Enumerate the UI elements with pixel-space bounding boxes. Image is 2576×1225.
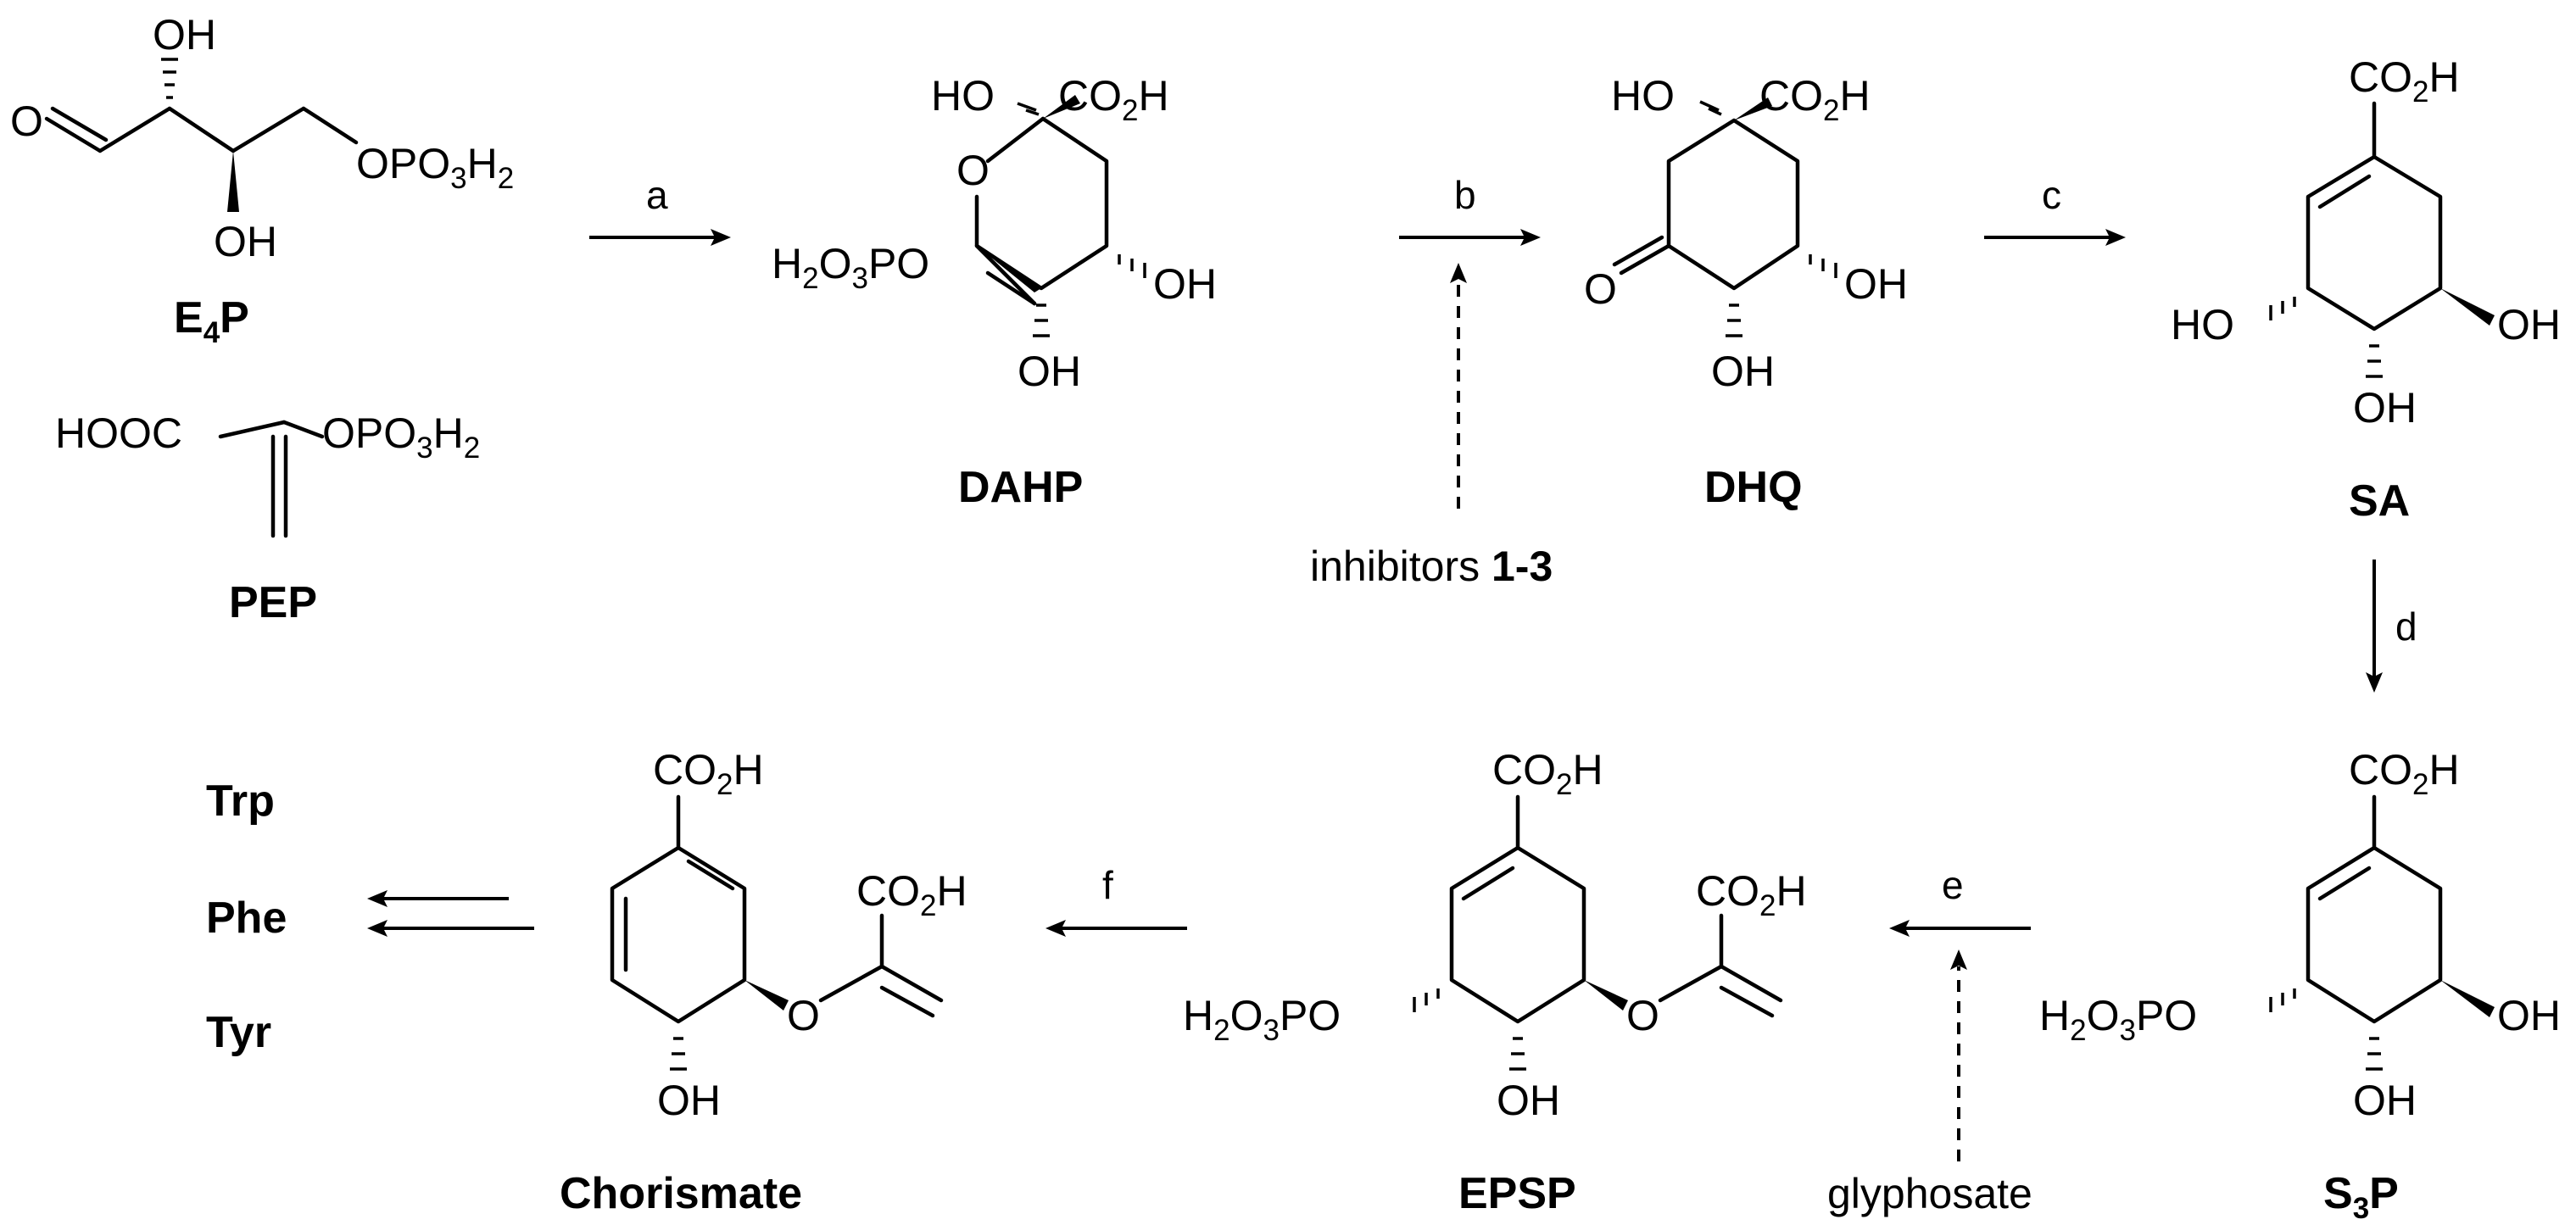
dahp-co2h: CO2H: [1058, 72, 1169, 127]
dahp-phosphate: H2O3PO: [772, 240, 929, 295]
e4p-oh-bottom: OH: [214, 218, 277, 265]
sa-hashed-oh-left: [2269, 297, 2296, 320]
step-c-label: c: [2042, 173, 2061, 217]
s3p-phosphate: H2O3PO: [2039, 992, 2197, 1047]
chorismate-co2h: CO2H: [653, 746, 764, 801]
epsp-hashed-oh-bottom: [1509, 1037, 1526, 1071]
chorismate-ether-o: O: [787, 992, 820, 1039]
dhq-hashed-oh-right: [1809, 254, 1837, 278]
epsp-wedge-ether: [1584, 980, 1628, 1011]
dhq-oh-bottom: OH: [1711, 348, 1775, 395]
s3p-hashed-oh-bottom: [2366, 1037, 2383, 1071]
pep-label: PEP: [229, 578, 317, 627]
pep-acid: HOOC: [55, 409, 182, 457]
dhq-ho: HO: [1611, 72, 1675, 120]
dahp-wedge-side: [977, 246, 1041, 292]
sa-oh-right: OH: [2497, 301, 2561, 348]
sa-ho-left: HO: [2171, 301, 2234, 348]
step-b-label: b: [1454, 173, 1476, 217]
step-a-label: a: [646, 173, 668, 217]
dahp-wedge-co2h: [1043, 95, 1080, 119]
e4p-oh-top: OH: [153, 11, 216, 58]
step-e-arrow: e glyphosate: [1827, 863, 2032, 1217]
s3p-hashed-phosphate: [2269, 988, 2296, 1012]
pep-phosphate: OPO3H2: [322, 409, 480, 465]
step-d-label: d: [2395, 604, 2417, 649]
dhq-label: DHQ: [1704, 463, 1803, 512]
epsp-oh-bottom: OH: [1497, 1077, 1560, 1124]
chorismate-wedge-ether: [744, 980, 789, 1011]
e4p-wedge-bond: [227, 151, 239, 212]
sa-wedge-oh-right: [2440, 288, 2495, 326]
inhibitors-label: inhibitors 1-3: [1310, 543, 1553, 590]
s3p-wedge-oh-right: [2440, 980, 2495, 1017]
chorismate-hashed-oh-bottom: [670, 1037, 687, 1071]
products: Trp Phe Tyr: [206, 777, 287, 1057]
dahp-hashed-oh-right: [1118, 254, 1146, 278]
sa-structure: CO2H HO OH OH SA: [2171, 53, 2561, 526]
e4p-aldehyde-o: O: [10, 97, 43, 145]
dahp-ho: HO: [931, 72, 995, 120]
s3p-oh-bottom: OH: [2353, 1077, 2417, 1124]
glyphosate-label: glyphosate: [1827, 1170, 2032, 1217]
chorismate-label: Chorismate: [560, 1169, 802, 1218]
sa-co2h: CO2H: [2349, 53, 2460, 109]
step-e-label: e: [1942, 863, 1964, 907]
s3p-oh-right: OH: [2497, 992, 2561, 1039]
epsp-ether-o: O: [1626, 992, 1659, 1039]
step-b-arrow: b inhibitors 1-3: [1310, 173, 1553, 590]
step-a-arrow: a: [589, 173, 731, 246]
chorismate-side-co2h: CO2H: [856, 867, 967, 922]
dhq-structure: HO CO2H O OH OH DHQ: [1584, 72, 1908, 512]
step-d-arrow: d: [2366, 560, 2417, 693]
amino-acid-arrows: [367, 890, 534, 937]
dahp-oh-bottom: OH: [1018, 348, 1081, 395]
dhq-co2h: CO2H: [1759, 72, 1871, 127]
epsp-hashed-phosphate: [1413, 988, 1440, 1012]
epsp-side-co2h: CO2H: [1696, 867, 1807, 922]
chorismate-oh-bottom: OH: [657, 1077, 721, 1124]
dhq-hashed-oh-bottom: [1726, 303, 1742, 337]
sa-oh-bottom: OH: [2353, 384, 2417, 432]
dahp-hashed-bond: [1017, 102, 1040, 116]
product-tyr: Tyr: [206, 1008, 271, 1057]
step-c-arrow: c: [1984, 173, 2126, 246]
dhq-hashed-bond: [1699, 100, 1722, 116]
step-f-arrow: f: [1045, 863, 1187, 937]
dhq-keto-o: O: [1584, 265, 1617, 313]
e4p-structure: O OH OH OPO3H2 E4P: [10, 11, 514, 349]
s3p-structure: CO2H H2O3PO OH OH S3P: [2039, 746, 2561, 1225]
dahp-ring-o: O: [956, 147, 990, 194]
dahp-structure: HO CO2H O H2O3PO OH OH DAHP: [772, 72, 1217, 512]
epsp-label: EPSP: [1458, 1169, 1576, 1218]
pep-structure: HOOC OPO3H2 PEP: [55, 409, 480, 627]
e4p-hashed-bond: [161, 58, 178, 99]
step-f-label: f: [1102, 863, 1113, 907]
s3p-co2h: CO2H: [2349, 746, 2460, 801]
s3p-label: S3P: [2323, 1169, 2399, 1225]
epsp-structure: CO2H H2O3PO O CO2H OH EPSP: [1183, 746, 1807, 1218]
sa-label: SA: [2349, 476, 2410, 526]
dahp-hashed-oh-bottom: [1033, 303, 1050, 337]
dahp-oh-right: OH: [1153, 260, 1217, 308]
sa-hashed-oh-bottom: [2366, 344, 2383, 378]
chorismate-structure: CO2H O CO2H OH Chorismate: [560, 746, 967, 1218]
e4p-phosphate: OPO3H2: [356, 140, 514, 195]
dhq-oh-right: OH: [1844, 260, 1908, 308]
product-phe: Phe: [206, 894, 287, 943]
dhq-wedge-co2h: [1734, 97, 1772, 120]
product-trp: Trp: [206, 777, 275, 826]
epsp-co2h: CO2H: [1492, 746, 1603, 801]
e4p-label: E4P: [174, 293, 249, 349]
epsp-phosphate: H2O3PO: [1183, 992, 1341, 1047]
dahp-label: DAHP: [958, 463, 1083, 512]
